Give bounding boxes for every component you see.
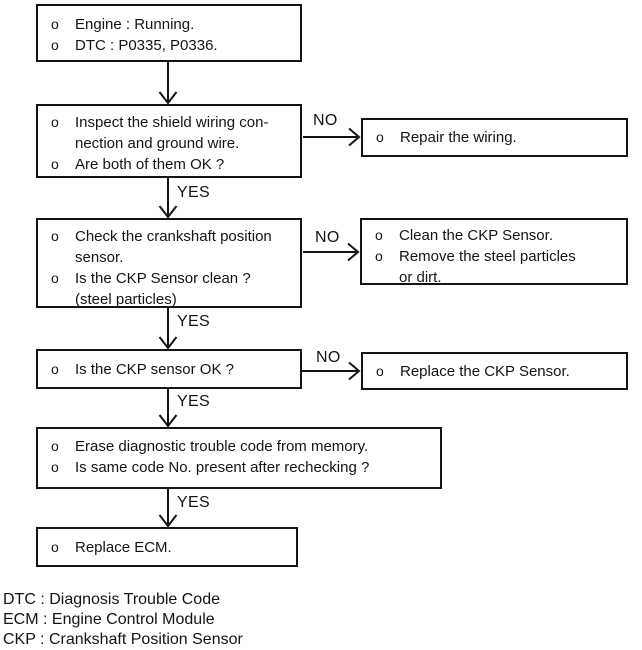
arrowhead-right-icon	[347, 242, 360, 262]
box-replace-ecm: o Replace ECM.	[36, 527, 298, 567]
box-erase-trouble-code: o Erase diagnostic trouble code from mem…	[36, 427, 442, 489]
list-item: o Erase diagnostic trouble code from mem…	[38, 436, 440, 457]
list-item: o Is the CKP sensor OK ?	[38, 359, 300, 380]
list-item: o Is same code No. present after recheck…	[38, 457, 440, 478]
list-item-text: Is the CKP sensor OK ?	[75, 360, 234, 378]
list-item: o Repair the wiring.	[363, 127, 626, 148]
list-item-text: Erase diagnostic trouble code from memor…	[75, 438, 369, 455]
bullet-marker: o	[51, 228, 59, 244]
arrowhead-down-icon	[158, 414, 178, 428]
bullet-marker: o	[51, 270, 59, 286]
edge-label-no: NO	[313, 229, 342, 247]
bullet-marker: o	[51, 114, 59, 130]
bullet-marker: o	[51, 360, 59, 377]
bullet-marker: o	[51, 37, 59, 53]
edge-label-yes: YES	[175, 313, 212, 331]
list-item-text: DTC : P0335, P0336.	[75, 37, 218, 54]
list-item: o Check the crankshaft position sensor.	[38, 226, 300, 268]
bullet-marker: o	[375, 248, 383, 264]
list-item-text: Engine : Running.	[75, 16, 195, 33]
list-item: o Replace ECM.	[38, 537, 296, 558]
list-item-text: Is the CKP Sensor clean ? (steel particl…	[75, 270, 251, 308]
list-item: o Clean the CKP Sensor.	[362, 225, 626, 246]
bullet-marker: o	[51, 538, 59, 555]
legend-line-ckp: CKP : Crankshaft Position Sensor	[3, 631, 243, 648]
arrowhead-down-icon	[158, 336, 178, 350]
arrowhead-down-icon	[158, 514, 178, 528]
list-item: o DTC : P0335, P0336.	[38, 35, 300, 56]
box-replace-ckp-sensor: o Replace the CKP Sensor.	[361, 352, 628, 390]
list-item-text: Remove the steel particles or dirt.	[399, 248, 576, 286]
bullet-marker: o	[376, 362, 384, 379]
list-item-text: Replace the CKP Sensor.	[400, 362, 570, 380]
list-item: o Inspect the shield wiring con- nection…	[38, 112, 300, 154]
list-item-text: Inspect the shield wiring con- nection a…	[75, 114, 269, 152]
box-clean-ckp-sensor: o Clean the CKP Sensor. o Remove the ste…	[360, 218, 628, 288]
list-item-text: Clean the CKP Sensor.	[399, 227, 553, 244]
list-item-text: Are both of them OK ?	[75, 156, 225, 173]
bullet-marker: o	[375, 227, 383, 243]
arrowhead-down-icon	[158, 91, 178, 105]
list-item: o Remove the steel particles or dirt.	[362, 246, 626, 288]
bullet-marker: o	[51, 156, 59, 172]
edge-label-no: NO	[311, 112, 340, 130]
abbreviation-legend: DTC : Diagnosis Trouble Code ECM : Engin…	[3, 590, 243, 650]
bullet-marker: o	[51, 16, 59, 32]
edge-label-no: NO	[314, 349, 343, 367]
box-check-ckp-sensor: o Check the crankshaft position sensor. …	[36, 218, 302, 308]
legend-line-ecm: ECM : Engine Control Module	[3, 611, 215, 628]
legend-line-dtc: DTC : Diagnosis Trouble Code	[3, 591, 220, 608]
edge-label-yes: YES	[175, 393, 212, 411]
list-item-text: Replace ECM.	[75, 538, 172, 556]
box-repair-wiring: o Repair the wiring.	[361, 118, 628, 157]
list-item-text: Check the crankshaft position sensor.	[75, 228, 272, 266]
bullet-marker: o	[51, 459, 59, 475]
list-item: o Engine : Running.	[38, 14, 300, 35]
list-item-text: Repair the wiring.	[400, 129, 517, 146]
bullet-marker: o	[51, 438, 59, 454]
box-start-conditions: o Engine : Running. o DTC : P0335, P0336…	[36, 4, 302, 62]
box-is-ckp-ok: o Is the CKP sensor OK ?	[36, 349, 302, 389]
list-item-text: Is same code No. present after recheckin…	[75, 459, 370, 476]
box-inspect-wiring: o Inspect the shield wiring con- nection…	[36, 104, 302, 178]
bullet-marker: o	[376, 129, 384, 145]
edge-label-yes: YES	[175, 494, 212, 512]
list-item: o Are both of them OK ?	[38, 154, 300, 175]
arrowhead-right-icon	[348, 361, 361, 381]
list-item: o Replace the CKP Sensor.	[363, 361, 626, 382]
edge-label-yes: YES	[175, 184, 212, 202]
arrowhead-right-icon	[348, 127, 361, 147]
arrowhead-down-icon	[158, 205, 178, 219]
list-item: o Is the CKP Sensor clean ? (steel parti…	[38, 268, 300, 310]
